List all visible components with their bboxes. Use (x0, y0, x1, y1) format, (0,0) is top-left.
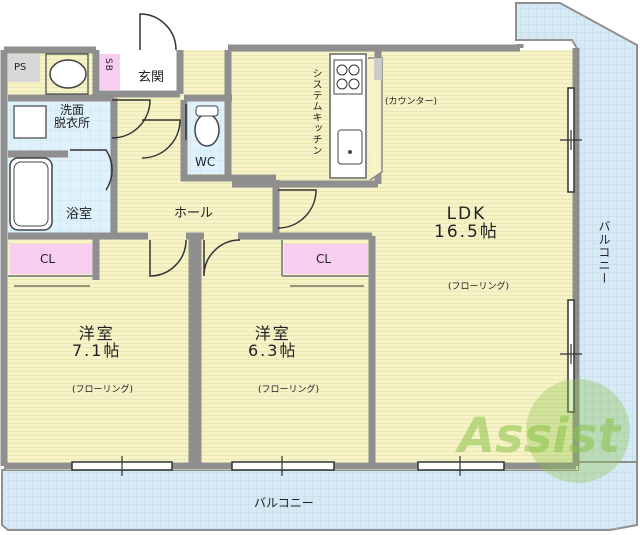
hall-label: ホール (174, 206, 214, 221)
ps-area (8, 54, 40, 82)
ldk-label: LDK 16.5帖 (434, 204, 499, 242)
room1-label: 洋室 7.1帖 (72, 324, 122, 360)
room2-label: 洋室 6.3帖 (248, 324, 298, 360)
sb-label: SB (103, 58, 113, 72)
cl-left-label: CL (40, 252, 56, 266)
assist-logo-mark (526, 379, 630, 483)
cl-right-label: CL (316, 252, 332, 266)
room1-floor-label: (フローリング) (72, 385, 134, 395)
assist-logo: Assist (458, 408, 621, 464)
bath-label: 浴室 (66, 207, 93, 222)
senmen-line: 洗面 脱衣所 (54, 103, 91, 130)
counter-label: (カウンター) (385, 97, 438, 107)
balcony-right-label: バルコニー (597, 220, 611, 285)
closet-left (10, 244, 96, 274)
closet-right (284, 244, 368, 274)
ps-label: PS (14, 62, 27, 73)
room2-floor-label: (フローリング) (258, 385, 320, 395)
kitchen-label: システムキッチン (310, 68, 321, 156)
senmen-label: 洗面 脱衣所 (54, 104, 90, 129)
balcony-bottom-label: バルコニー (254, 496, 314, 510)
wc-label: WC (195, 155, 216, 169)
genkan-label: 玄関 (138, 70, 165, 85)
ldk-floor-label: (フローリング) (448, 282, 510, 292)
